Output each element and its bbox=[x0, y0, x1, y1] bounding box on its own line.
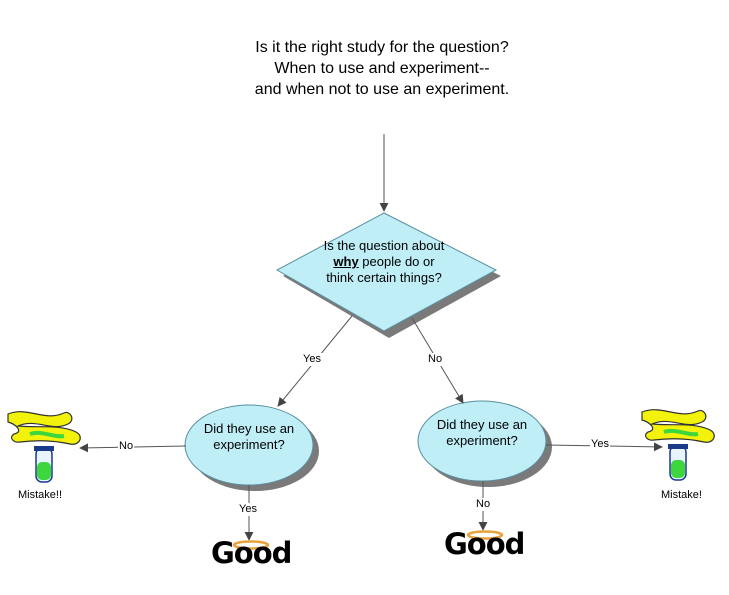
mistake-label-left: Mistake!! bbox=[18, 489, 63, 501]
title-line-3: and when not to use an experiment. bbox=[254, 81, 510, 98]
halo-icon bbox=[466, 530, 504, 540]
left-node-text: Did they use an experiment? bbox=[203, 421, 295, 452]
spilled-test-tube-icon bbox=[641, 409, 715, 481]
good-label-left: Good bbox=[211, 536, 292, 570]
title-line-2: When to use and experiment-- bbox=[274, 60, 490, 77]
halo-icon bbox=[232, 540, 270, 550]
edge-label-no: No bbox=[118, 440, 135, 453]
edge-label-yes: Yes bbox=[590, 438, 610, 451]
edge-label-yes: Yes bbox=[302, 353, 322, 366]
mistake-label-right: Mistake! bbox=[661, 489, 702, 501]
edge-label-no: No bbox=[427, 353, 444, 366]
edge-label-no: No bbox=[475, 498, 492, 511]
spilled-test-tube-icon bbox=[7, 411, 81, 483]
edge-label-yes: Yes bbox=[238, 503, 258, 516]
emphasis-why: why bbox=[333, 254, 359, 269]
decision-diamond bbox=[275, 212, 501, 338]
right-decision-oval bbox=[417, 400, 552, 487]
right-node-text: Did they use an experiment? bbox=[436, 417, 528, 448]
good-label-right: Good bbox=[444, 527, 525, 561]
title-line-1: Is it the right study for the question? bbox=[255, 39, 509, 56]
diagram-title: Is it the right study for the question? … bbox=[232, 37, 532, 100]
decision-question: Is the question about why people do or t… bbox=[323, 238, 445, 285]
